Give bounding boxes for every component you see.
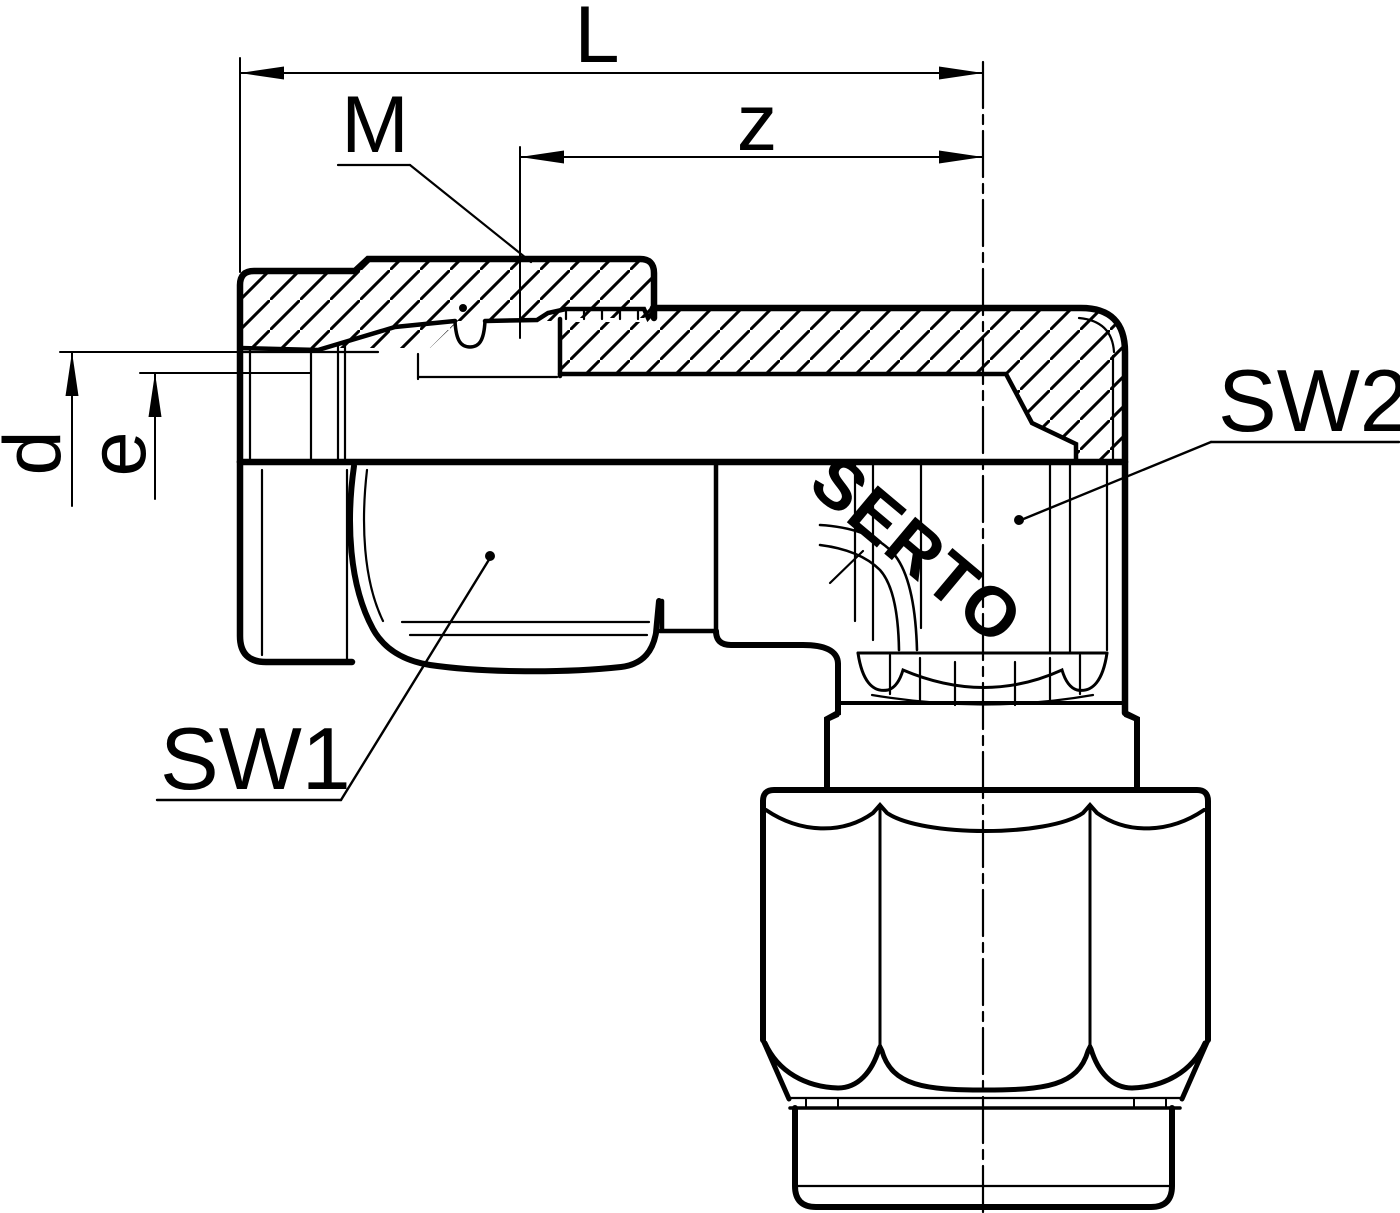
hex-bottom-chamfer-arcs — [762, 1040, 1208, 1093]
dimension-z: z — [519, 78, 984, 339]
hex-top-chamfer-arcs — [764, 801, 1206, 833]
nut-ball-nose — [347, 463, 662, 675]
d-label: d — [0, 430, 78, 475]
body-corner-chamfer-line — [1077, 316, 1116, 462]
hex-facet-lines — [878, 804, 1092, 1048]
L-label: L — [574, 0, 619, 80]
elbow-leg-interior-detail — [818, 460, 1109, 707]
body-section-hatch — [560, 308, 1125, 461]
callout-M: M — [336, 80, 533, 264]
dimension-e: e — [73, 372, 312, 500]
M-leader-line — [408, 163, 533, 264]
M-label: M — [341, 80, 408, 170]
bore-corner-arc — [818, 523, 919, 652]
brand-marking: SERTO — [796, 440, 1038, 660]
SW1-label: SW1 — [160, 709, 351, 808]
left-union-nut-exterior — [236, 458, 662, 675]
dimension-L: L — [239, 0, 984, 273]
left-union-nut-section — [236, 255, 658, 466]
SW1-leader-line — [339, 556, 492, 802]
SW1-leader-dot — [485, 551, 495, 561]
e-label: e — [73, 431, 163, 476]
z-arrow-right — [939, 150, 983, 164]
elbow-body-section — [557, 304, 1129, 717]
e-arrowhead — [148, 373, 162, 417]
L-arrow-left — [240, 66, 284, 80]
callout-SW2: SW2 — [1014, 351, 1400, 525]
ferrule-reference-dot — [459, 304, 467, 312]
dimension-d: d — [0, 351, 244, 507]
section-hatching — [240, 259, 1125, 461]
z-arrow-left — [520, 150, 564, 164]
union-nut-section-hatch — [240, 259, 654, 348]
bottom-union-nut — [760, 787, 1211, 1210]
SW2-leader-line — [1019, 440, 1213, 522]
SW2-leader-dot — [1014, 515, 1024, 525]
elbow-leg-exterior — [657, 459, 1140, 793]
SW2-label: SW2 — [1218, 351, 1400, 450]
z-label: z — [737, 78, 778, 168]
callout-SW1: SW1 — [155, 551, 495, 808]
L-arrow-right — [939, 66, 983, 80]
ferrule-bite-notch — [453, 319, 487, 349]
d-arrowhead — [65, 352, 79, 396]
